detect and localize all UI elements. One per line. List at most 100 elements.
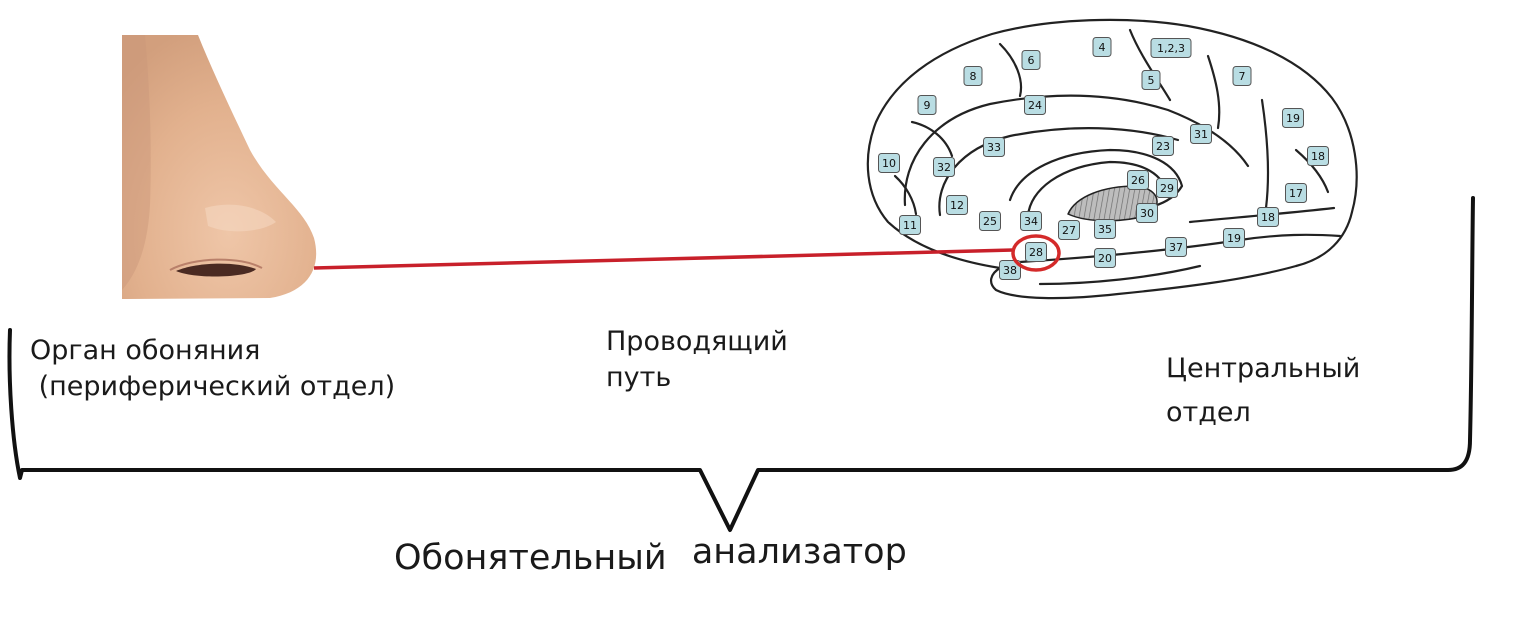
diagram-title: Обонятельный анализатор bbox=[394, 532, 907, 578]
area-number: 17 bbox=[1289, 187, 1303, 200]
area-number: 26 bbox=[1131, 174, 1145, 187]
sulcus-occipital bbox=[1294, 148, 1330, 194]
parieto-occipital-sulcus bbox=[1260, 98, 1270, 210]
brodmann-area-8: 8 bbox=[963, 66, 983, 86]
area-box bbox=[1024, 95, 1046, 115]
area-number: 18 bbox=[1261, 211, 1275, 224]
brodmann-area-28: 28 bbox=[1025, 242, 1047, 262]
brodmann-area-19: 19 bbox=[1223, 228, 1245, 248]
area-number: 11 bbox=[903, 219, 917, 232]
corpus-callosum bbox=[1008, 148, 1184, 211]
pathway-label-line1: Проводящий bbox=[606, 326, 788, 357]
area-number: 31 bbox=[1194, 128, 1208, 141]
brodmann-area-32: 32 bbox=[933, 157, 955, 177]
area-number: 25 bbox=[983, 215, 997, 228]
area-box bbox=[1094, 219, 1116, 239]
area-box bbox=[1307, 146, 1329, 166]
area-box bbox=[1141, 70, 1161, 90]
pathway-line bbox=[313, 248, 1014, 270]
area-number: 37 bbox=[1169, 241, 1183, 254]
area-number: 8 bbox=[970, 70, 977, 83]
area-number: 28 bbox=[1029, 246, 1043, 259]
brodmann-area-17: 17 bbox=[1285, 183, 1307, 203]
area-box bbox=[1152, 136, 1174, 156]
area-box bbox=[1058, 220, 1080, 240]
brodmann-area-7: 7 bbox=[1232, 66, 1252, 86]
sulcus-frontal-1 bbox=[998, 42, 1023, 98]
central-label-line1: Центральный bbox=[1166, 353, 1361, 384]
brodmann-area-26: 26 bbox=[1127, 170, 1149, 190]
area-number: 19 bbox=[1286, 112, 1300, 125]
area-box bbox=[1136, 203, 1158, 223]
brodmann-area-4: 4 bbox=[1092, 37, 1112, 57]
area-number: 33 bbox=[987, 141, 1001, 154]
area-box bbox=[1021, 50, 1041, 70]
area-box bbox=[1285, 183, 1307, 203]
area-box bbox=[999, 260, 1021, 280]
brodmann-area-34: 34 bbox=[1020, 211, 1042, 231]
area-number: 19 bbox=[1227, 232, 1241, 245]
title-part1: Обонятельный bbox=[394, 538, 667, 578]
area-box bbox=[1282, 108, 1304, 128]
callosal-sulcus bbox=[938, 127, 1180, 217]
area-box bbox=[1156, 178, 1178, 198]
brodmann-area-29: 29 bbox=[1156, 178, 1178, 198]
brodmann-area-1-2-3: 1,2,3 bbox=[1150, 38, 1192, 58]
area-number: 18 bbox=[1311, 150, 1325, 163]
central-label-line2: отдел bbox=[1166, 397, 1251, 428]
area-number: 30 bbox=[1140, 207, 1154, 220]
area-box bbox=[963, 66, 983, 86]
calcarine-sulcus bbox=[1188, 206, 1336, 224]
area-number: 20 bbox=[1098, 252, 1112, 265]
brodmann-area-10: 10 bbox=[878, 153, 900, 173]
brodmann-area-35: 35 bbox=[1094, 219, 1116, 239]
nose-shadow-face bbox=[122, 35, 151, 290]
area-box bbox=[899, 215, 921, 235]
brodmann-area-5: 5 bbox=[1141, 70, 1161, 90]
area-box bbox=[1020, 211, 1042, 231]
peripheral-label: Орган обоняния (периферический отдел) bbox=[30, 333, 395, 405]
brodmann-area-33: 33 bbox=[983, 137, 1005, 157]
area-box bbox=[1190, 124, 1212, 144]
area-28-highlight-circle bbox=[1011, 234, 1061, 272]
peripheral-label-line1: Орган обоняния bbox=[30, 335, 261, 366]
area-box bbox=[878, 153, 900, 173]
area-box bbox=[917, 95, 937, 115]
brodmann-area-37: 37 bbox=[1165, 237, 1187, 257]
brodmann-area-30: 30 bbox=[1136, 203, 1158, 223]
brodmann-area-20: 20 bbox=[1094, 248, 1116, 268]
brodmann-area-6: 6 bbox=[1021, 50, 1041, 70]
brodmann-area-31: 31 bbox=[1190, 124, 1212, 144]
nose-image bbox=[122, 35, 317, 299]
area-box bbox=[983, 137, 1005, 157]
area-box bbox=[1025, 242, 1047, 262]
brodmann-area-19: 19 bbox=[1282, 108, 1304, 128]
brodmann-area-27: 27 bbox=[1058, 220, 1080, 240]
grouping-brace bbox=[7, 196, 1475, 532]
area-number: 35 bbox=[1098, 223, 1112, 236]
brodmann-area-9: 9 bbox=[917, 95, 937, 115]
pathway-label: Проводящий путь bbox=[606, 324, 788, 396]
brodmann-area-18: 18 bbox=[1257, 207, 1279, 227]
central-label: Центральный отдел bbox=[1166, 351, 1360, 431]
area-number: 7 bbox=[1239, 70, 1246, 83]
brodmann-area-38: 38 bbox=[999, 260, 1021, 280]
area-box bbox=[1092, 37, 1112, 57]
nose-highlight bbox=[205, 204, 276, 232]
nostril bbox=[176, 263, 256, 277]
brodmann-area-24: 24 bbox=[1024, 95, 1046, 115]
area-box bbox=[1127, 170, 1149, 190]
sulcus-frontal-2 bbox=[910, 120, 954, 158]
area-number: 38 bbox=[1003, 264, 1017, 277]
brodmann-area-25: 25 bbox=[979, 211, 1001, 231]
fornix bbox=[1026, 160, 1168, 218]
area-number: 4 bbox=[1099, 41, 1106, 54]
sulcus-parietal bbox=[1206, 54, 1221, 130]
area-number: 24 bbox=[1028, 99, 1042, 112]
area-box bbox=[1232, 66, 1252, 86]
area-number: 32 bbox=[937, 161, 951, 174]
brodmann-area-labels: 1,2,345678910111217181819192023242526272… bbox=[878, 37, 1329, 280]
area-number: 34 bbox=[1024, 215, 1038, 228]
peripheral-label-line2: (периферический отдел) bbox=[30, 371, 396, 402]
